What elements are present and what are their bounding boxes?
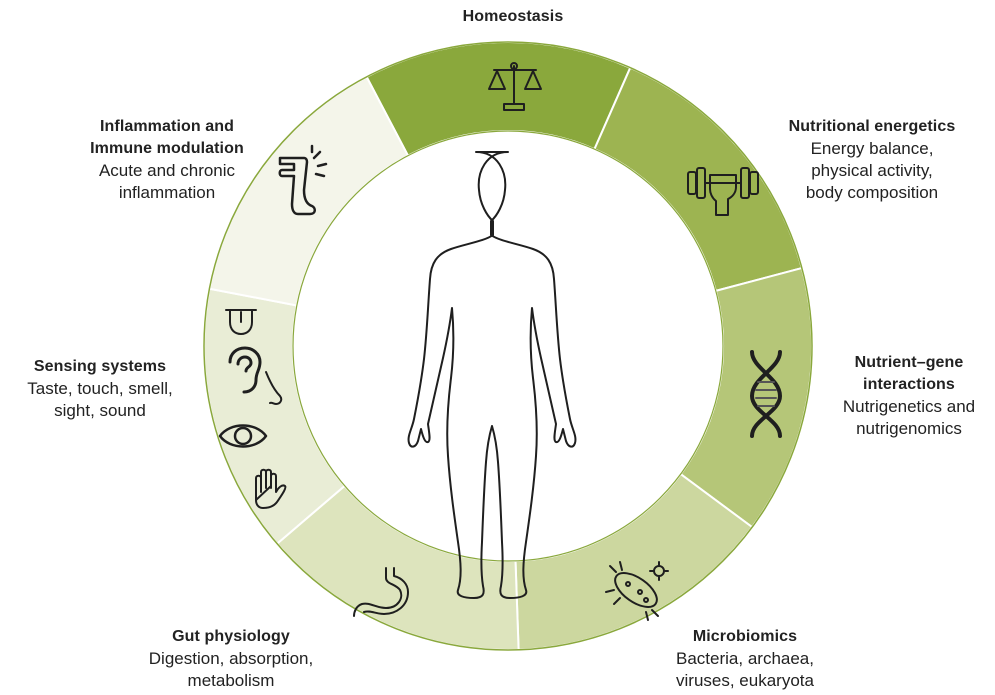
title-nutrient-gene: interactions bbox=[826, 374, 992, 396]
label-homeostasis: Homeostasis bbox=[428, 6, 598, 28]
title-inflammation: Immune modulation bbox=[72, 138, 262, 160]
subtitle-line: sight, sound bbox=[4, 400, 196, 422]
subtitle-line: viruses, eukaryota bbox=[650, 670, 840, 692]
subtitle-line: physical activity, bbox=[756, 160, 988, 182]
label-inflammation: Inflammation and Immune modulation Acute… bbox=[72, 116, 262, 204]
title-microbiomics: Microbiomics bbox=[650, 626, 840, 648]
title-homeostasis: Homeostasis bbox=[428, 6, 598, 28]
label-nutritional-energetics: Nutritional energetics Energy balance, p… bbox=[756, 116, 988, 204]
title-inflammation: Inflammation and bbox=[72, 116, 262, 138]
title-nutritional-energetics: Nutritional energetics bbox=[756, 116, 988, 138]
label-nutrient-gene: Nutrient–gene interactions Nutrigenetics… bbox=[826, 352, 992, 440]
subtitle-line: Digestion, absorption, bbox=[118, 648, 344, 670]
subtitle-line: inflammation bbox=[72, 182, 262, 204]
subtitle-line: Bacteria, archaea, bbox=[650, 648, 840, 670]
title-sensing-systems: Sensing systems bbox=[4, 356, 196, 378]
subtitle-line: Nutrigenetics and bbox=[826, 396, 992, 418]
title-nutrient-gene: Nutrient–gene bbox=[826, 352, 992, 374]
title-gut-physiology: Gut physiology bbox=[118, 626, 344, 648]
subtitle-line: Taste, touch, smell, bbox=[4, 378, 196, 400]
label-microbiomics: Microbiomics Bacteria, archaea, viruses,… bbox=[650, 626, 840, 692]
subtitle-line: Acute and chronic bbox=[72, 160, 262, 182]
subtitle-line: nutrigenomics bbox=[826, 418, 992, 440]
label-gut-physiology: Gut physiology Digestion, absorption, me… bbox=[118, 626, 344, 692]
label-sensing-systems: Sensing systems Taste, touch, smell, sig… bbox=[4, 356, 196, 422]
subtitle-line: Energy balance, bbox=[756, 138, 988, 160]
inner-disc bbox=[293, 131, 723, 561]
subtitle-line: metabolism bbox=[118, 670, 344, 692]
subtitle-line: body composition bbox=[756, 182, 988, 204]
